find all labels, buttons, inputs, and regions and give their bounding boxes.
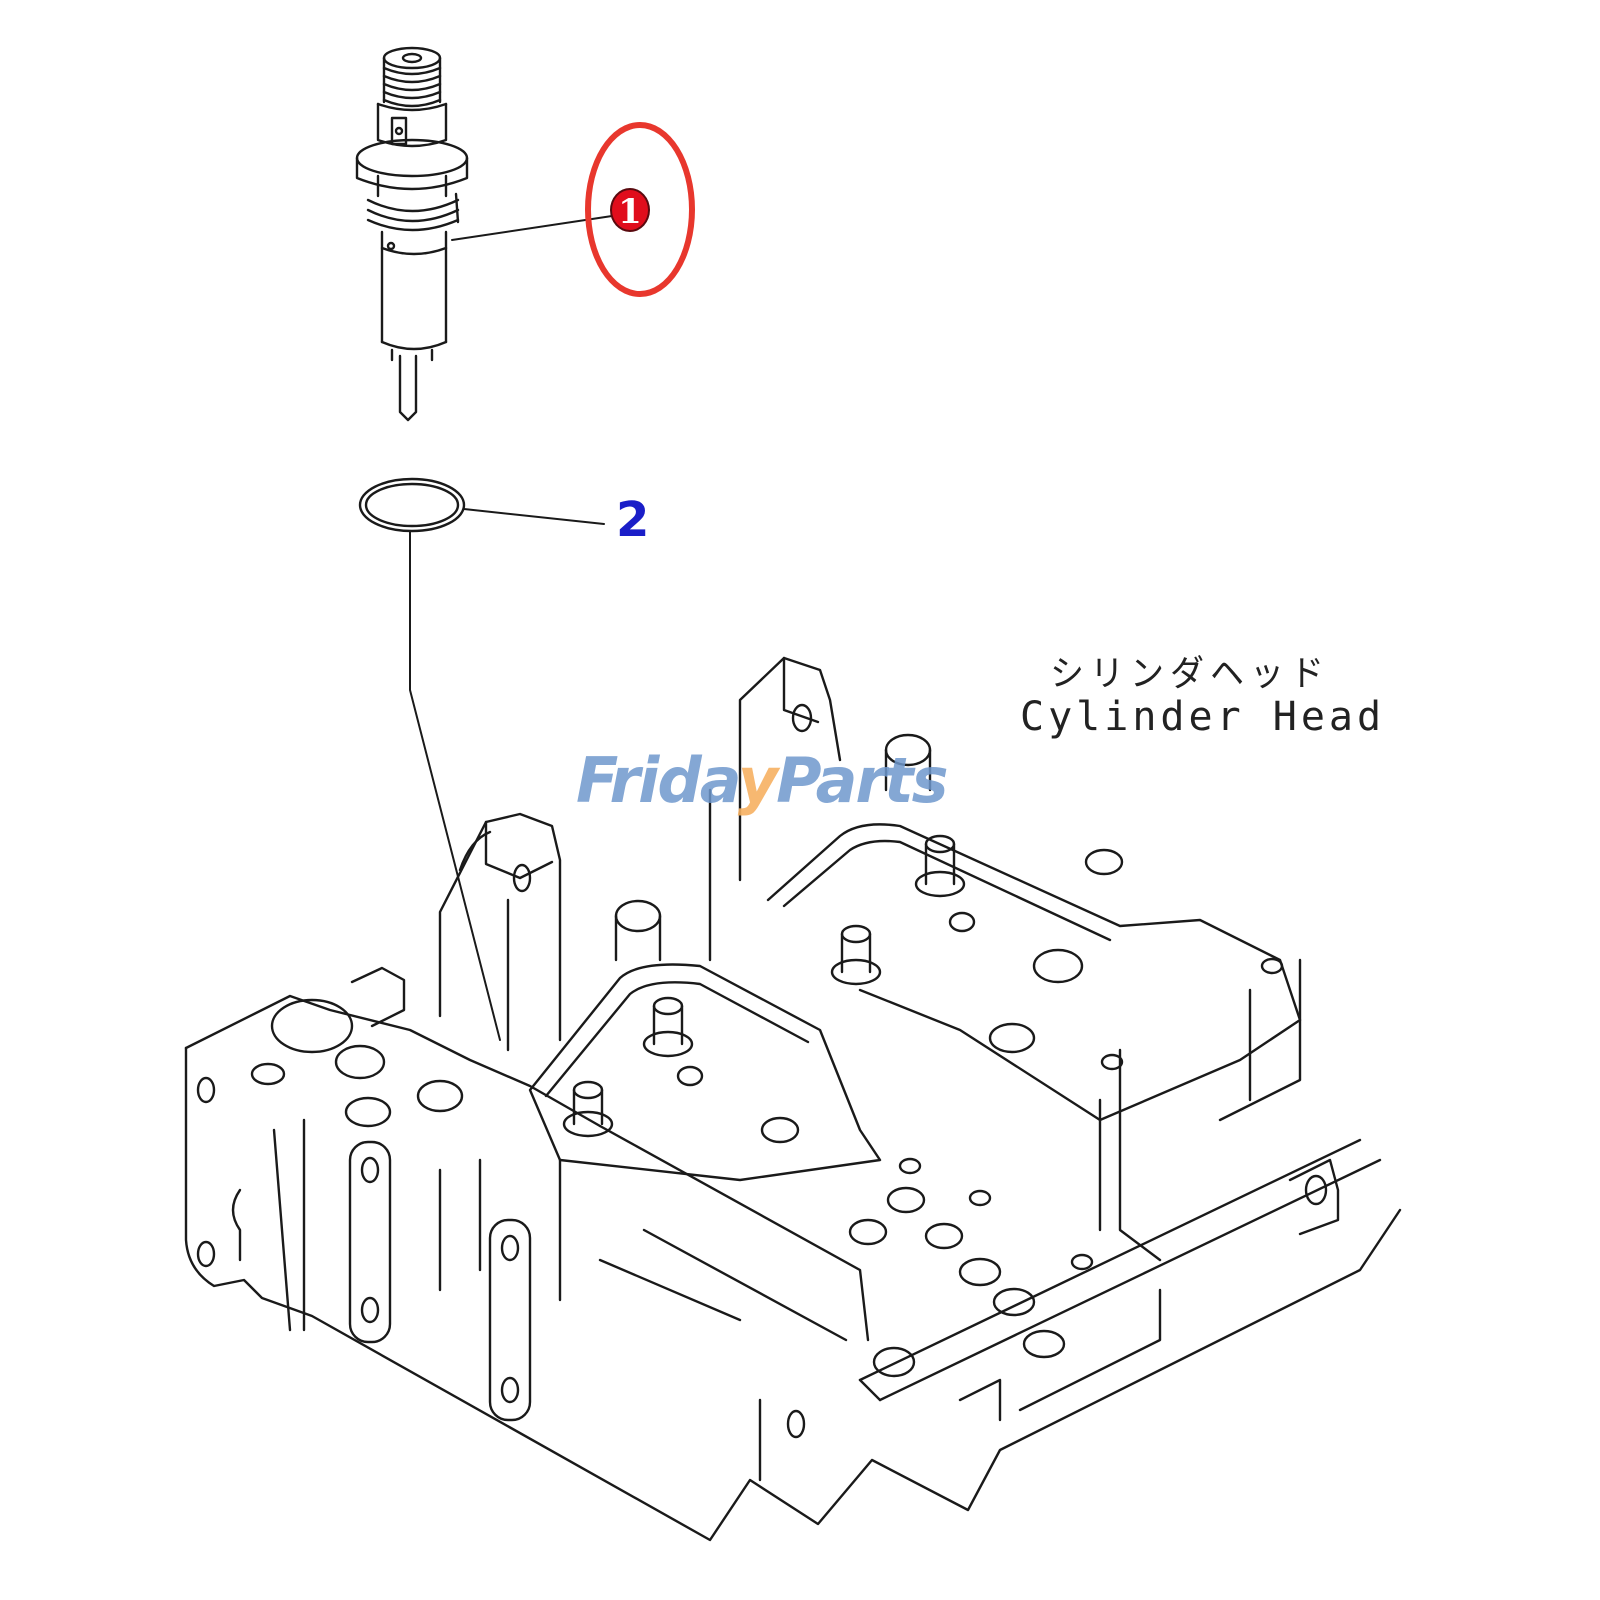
watermark-text-right: Parts [776,744,948,817]
callout-part-2[interactable]: 2 [616,492,650,548]
cylinder-head-label: Cylinder Head [1020,694,1386,740]
fridayparts-watermark: FridayParts [576,744,949,817]
cylinder-head-drawing [184,656,1402,1542]
cylinder-head-label-jp: シリンダヘッド [1050,653,1330,696]
installation-line [409,531,501,1041]
o-ring-drawing [358,477,466,533]
callout-1-highlight-ring [585,122,695,297]
checkmark-icon: y [737,744,778,817]
fuel-injector-drawing [355,46,469,422]
leader-line-2 [463,508,605,525]
callout-part-1[interactable]: 1 [610,188,650,232]
watermark-text-left: Frida [576,744,740,817]
